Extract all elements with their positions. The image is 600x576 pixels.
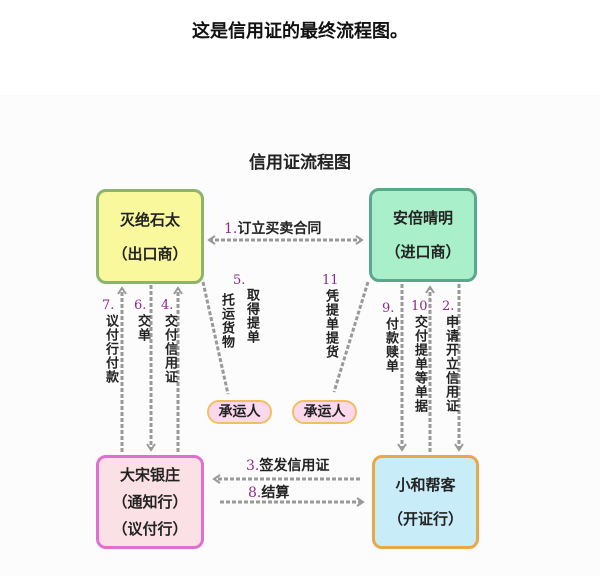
carrier-right: 承运人 [292,400,357,424]
importer-role: （进口商） [385,243,461,261]
issuing-bank-name: 小和帮客 [395,476,456,494]
step-9-label: 9.付款赎单 [382,301,398,373]
carrier-left: 承运人 [207,400,272,424]
step-3-label: 3.签发信用证 [246,458,330,474]
exporter-box: 灭绝石太 （出口商） [96,189,204,284]
issuing-bank-role: （开证行） [387,510,463,528]
step-5-num: 5. [233,273,246,288]
step-5-text-a: 托运货物 [219,293,234,349]
step-6-label: 6.交单 [134,298,150,342]
page-heading: 这是信用证的最终流程图。 [192,21,408,42]
step-8-label: 8.结算 [248,485,290,501]
advising-bank-box: 大宋银庄 （通知行） （议付行） [96,455,204,549]
importer-name: 安倍晴明 [392,209,453,227]
step-5-text-b: 取得提单 [244,288,259,344]
diagram-title: 信用证流程图 [249,153,351,173]
advising-bank-name: 大宋银庄 [119,465,180,484]
exporter-name: 灭绝石太 [119,210,180,229]
line-11 [332,281,370,393]
issuing-bank-box: 小和帮客 （开证行） [372,455,479,549]
exporter-role: （出口商） [112,244,188,263]
step-4-label: 4.交付信用证 [161,298,177,384]
line-5 [201,281,230,395]
step-2-label: 2.申请开立信用证 [442,299,458,413]
step-1-label: 1.订立买卖合同 [224,221,322,237]
step-7-label: 7.议付行付款 [102,298,118,384]
advising-bank-role1: （通知行） [112,492,188,511]
importer-box: 安倍晴明 （进口商） [369,188,477,282]
advising-bank-role2: （议付行） [112,519,188,538]
